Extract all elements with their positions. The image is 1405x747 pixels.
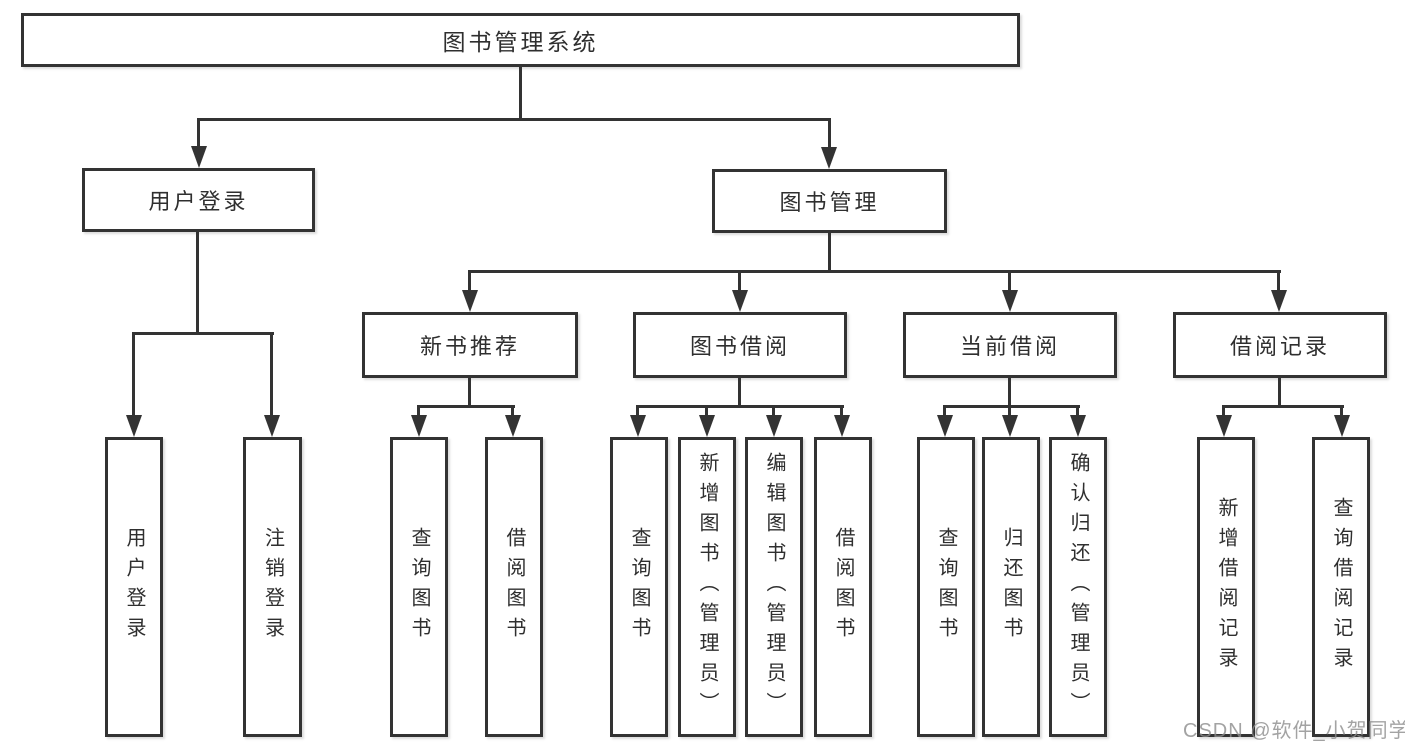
leaf-logout: 注销登录 [243,437,302,737]
node-borrowing-records-label: 借阅记录 [1229,334,1330,359]
leaf-borrow-books-recommend: 借阅图书 [485,437,543,737]
connector-book-borrow-bar [636,405,844,408]
connector-new-book-bar [417,405,515,408]
leaf-logout-label: 注销登录 [261,527,284,647]
connector-current-borrow-bar [943,405,1080,408]
connector-drop-user-login [197,118,200,150]
arrowhead [937,415,953,437]
connector-drop [943,405,946,418]
arrowhead [505,415,521,437]
leaf-query-books-recommend-label: 查询图书 [408,527,430,647]
connector-drop-book-borrow [738,270,741,293]
arrowhead-new-book [462,290,478,312]
connector-book-mgmt-bar [468,270,1281,273]
connector-user-login-stem [196,232,199,335]
node-library-system: 图书管理系统 [21,13,1020,67]
node-user-login: 用户登录 [82,168,315,232]
connector-drop [636,405,639,418]
leaf-add-books-admin: 新增图书（管理员） [678,437,736,737]
connector-drop [840,405,843,418]
connector-drop-new-book [468,270,471,293]
connector-drop [705,405,708,418]
node-new-book-recommend-label: 新书推荐 [419,334,520,359]
connector-drop-book-mgmt [828,118,831,150]
leaf-user-login-label: 用户登录 [123,527,145,647]
leaf-borrow-books-recommend-label: 借阅图书 [503,527,525,647]
arrowhead [1070,415,1086,437]
connector-drop [511,405,514,418]
node-book-borrowing-label: 图书借阅 [689,334,790,359]
leaf-query-books-current-label: 查询图书 [935,527,957,647]
connector-drop-leaf-login [132,332,135,418]
leaf-borrow-books-label: 借阅图书 [832,527,854,647]
connector-drop [1076,405,1079,418]
node-borrowing-records: 借阅记录 [1173,312,1387,378]
leaf-add-books-admin-label: 新增图书（管理员） [696,452,718,722]
watermark-text: CSDN @软件_小贺同学 [1183,720,1405,742]
arrowhead-user-login [191,146,207,168]
leaf-query-books-borrowing: 查询图书 [610,437,668,737]
arrowhead [1002,415,1018,437]
connector-drop-leaf-logout [270,332,273,418]
arrowhead [411,415,427,437]
connector-book-mgmt-stem [828,233,831,273]
connector-borrow-records-stem [1278,378,1281,408]
connector-drop [417,405,420,418]
connector-root-stem [519,67,522,121]
leaf-borrow-books: 借阅图书 [814,437,872,737]
connector-current-borrow-stem [1008,378,1011,408]
connector-drop-borrow-records [1277,270,1280,293]
arrowhead [630,415,646,437]
arrowhead-book-mgmt [821,147,837,169]
leaf-query-borrow-record: 查询借阅记录 [1312,437,1370,737]
connector-drop [1340,405,1343,418]
leaf-query-borrow-record-label: 查询借阅记录 [1330,497,1352,677]
arrowhead-leaf-login [126,415,142,437]
leaf-confirm-return-admin: 确认归还（管理员） [1049,437,1107,737]
node-new-book-recommend: 新书推荐 [362,312,578,378]
arrowhead-leaf-logout [264,415,280,437]
connector-drop [1222,405,1225,418]
arrowhead [834,415,850,437]
arrowhead-borrow-records [1271,290,1287,312]
arrowhead [1216,415,1232,437]
arrowhead [1334,415,1350,437]
leaf-query-books-current: 查询图书 [917,437,975,737]
connector-drop [772,405,775,418]
arrowhead [699,415,715,437]
node-user-login-label: 用户登录 [148,189,249,214]
arrowhead [766,415,782,437]
node-book-management: 图书管理 [712,169,947,233]
connector-book-borrow-stem [738,378,741,408]
node-book-management-label: 图书管理 [779,190,880,215]
connector-drop [1008,405,1011,418]
leaf-return-books-label: 归还图书 [1000,527,1022,647]
node-current-borrowing-label: 当前借阅 [959,334,1060,359]
arrowhead-book-borrow [732,290,748,312]
connector-new-book-stem [468,378,471,408]
leaf-user-login: 用户登录 [105,437,163,737]
leaf-return-books: 归还图书 [982,437,1040,737]
leaf-query-books-borrowing-label: 查询图书 [628,527,650,647]
node-library-system-label: 图书管理系统 [442,29,599,55]
connector-borrow-records-bar [1222,405,1344,408]
connector-user-login-bar [132,332,274,335]
connector-drop-current-borrow [1008,270,1011,293]
node-current-borrowing: 当前借阅 [903,312,1117,378]
leaf-add-borrow-record-label: 新增借阅记录 [1215,497,1237,677]
leaf-query-books-recommend: 查询图书 [390,437,448,737]
leaf-edit-books-admin-label: 编辑图书（管理员） [763,452,785,722]
node-book-borrowing: 图书借阅 [633,312,847,378]
leaf-edit-books-admin: 编辑图书（管理员） [745,437,803,737]
leaf-confirm-return-admin-label: 确认归还（管理员） [1067,452,1089,722]
leaf-add-borrow-record: 新增借阅记录 [1197,437,1255,737]
arrowhead-current-borrow [1002,290,1018,312]
connector-root-bar [197,118,831,121]
